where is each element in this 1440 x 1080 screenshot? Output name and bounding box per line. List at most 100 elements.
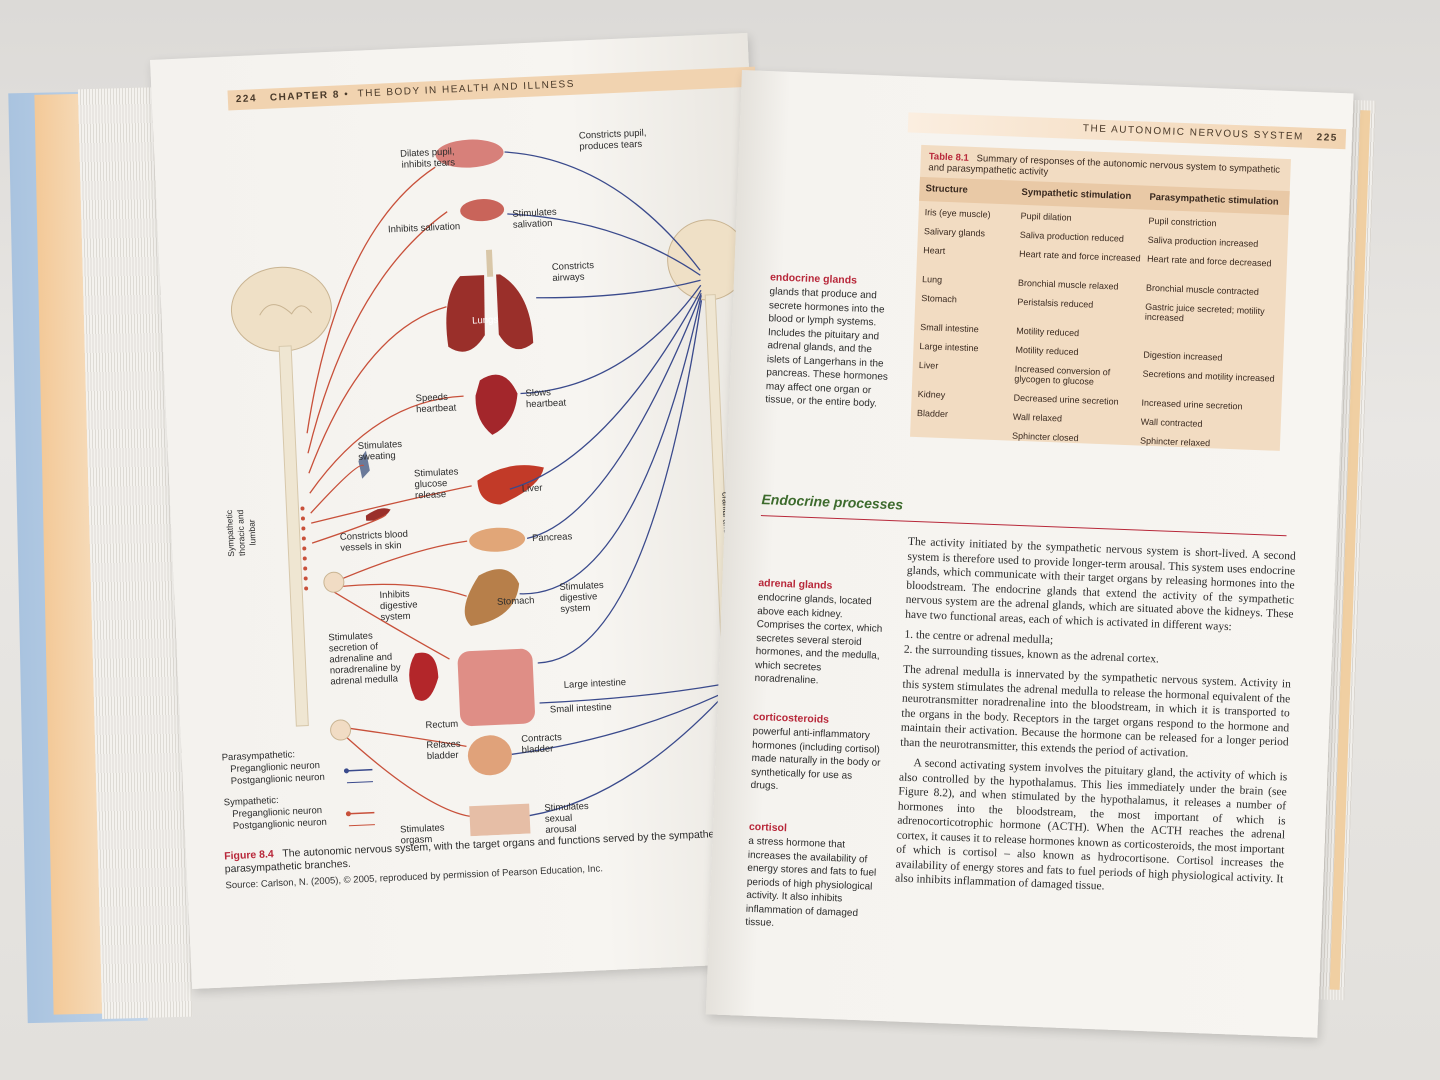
table-cell: Motility reduced [1016, 325, 1080, 339]
def-adrenal-glands: endocrine glands, located above each kid… [754, 591, 883, 687]
eye-organ [435, 139, 504, 168]
liver-organ [477, 465, 544, 505]
pancreas-organ [469, 527, 526, 552]
label-sympathetic-chain: Sympathetic thoracic and lumbar [223, 509, 258, 557]
table-cell: Salivary glands [923, 226, 986, 239]
label-stimulates-sweating: Stimulates sweating [357, 438, 403, 463]
celiac-ganglion [323, 571, 345, 593]
label-stomach: Stomach [496, 595, 535, 608]
sympathetic-ganglia [300, 506, 309, 591]
col-parasympathetic: Parasympathetic stimulation [1149, 191, 1279, 208]
table-cell: Lung [921, 274, 943, 285]
sympathetic-fibers [306, 166, 472, 817]
label-inhibits-digestive: Inhibits digestive system [379, 588, 418, 624]
table-cell: Sphincter closed [1011, 430, 1079, 444]
def-cortisol: a stress hormone that increases the avai… [745, 835, 877, 929]
table-cell: Digestion increased [1143, 349, 1223, 363]
table-cell: Kidney [917, 388, 946, 401]
col-sympathetic: Sympathetic stimulation [1021, 186, 1132, 203]
table-cell: Small intestine [920, 322, 979, 335]
ans-diagram [230, 139, 749, 837]
chapter-title: THE BODY IN HEALTH AND ILLNESS [357, 78, 576, 100]
legend-para-pre-dot [343, 768, 349, 774]
table-cell: Sphincter relaxed [1139, 435, 1211, 449]
label-lungs: Lungs [471, 314, 499, 327]
label-contracts-bladder: Contracts bladder [520, 732, 563, 756]
table-cell: Increased urine secretion [1141, 397, 1243, 412]
table-cell: Liver [918, 360, 939, 371]
section-running-title: THE AUTONOMIC NERVOUS SYSTEM [1082, 123, 1305, 143]
lung-left-organ [446, 275, 485, 352]
table-8-1: Table 8.1 Summary of responses of the au… [910, 144, 1291, 451]
label-speeds-heartbeat: Speeds heartbeat [415, 391, 457, 416]
section-rule [760, 515, 1287, 537]
term-cortisol: cortisol [748, 820, 788, 835]
label-liver: Liver [521, 482, 543, 495]
table-cell [1144, 331, 1280, 336]
label-pancreas: Pancreas [531, 531, 573, 545]
right-page: THE AUTONOMIC NERVOUS SYSTEM 225 Table 8… [705, 70, 1354, 1038]
table-cell: Large intestine [919, 341, 979, 354]
label-dilates-pupil: Dilates pupil, inhibits tears [399, 146, 456, 171]
term-adrenal-glands: adrenal glands [758, 577, 833, 592]
legend-sym-pre-dot [345, 811, 351, 817]
chapter-label: CHAPTER 8 [269, 89, 341, 104]
running-header-right: THE AUTONOMIC NERVOUS SYSTEM 225 [907, 112, 1347, 150]
label-rectum: Rectum [425, 718, 459, 732]
label-constricts-airways: Constricts airways [551, 260, 595, 284]
parasympathetic-fibers [504, 151, 721, 817]
legend-para-pre-line [346, 768, 373, 772]
label-stimulates-salivation: Stimulates salivation [512, 206, 557, 231]
label-stimulates-glucose: Stimulates glucose release [413, 466, 459, 502]
table-title-text: Summary of responses of the autonomic ne… [928, 153, 1281, 178]
table-cell: Peristalsis reduced [1017, 296, 1094, 310]
table-cell: Decreased urine secretion [1013, 392, 1119, 407]
paragraph-2: The adrenal medulla is innervated by the… [900, 663, 1292, 760]
table-cell: Motility reduced [1015, 344, 1079, 358]
col-structure: Structure [925, 183, 968, 196]
label-stimulates-secretion: Stimulates secretion of adrenaline and n… [328, 630, 401, 688]
heart-organ [475, 374, 518, 435]
paragraph-3: A second activating system involves the … [894, 757, 1288, 893]
table-cell: Bronchial muscle relaxed [1017, 277, 1119, 292]
term-endocrine-glands: endocrine glands [769, 271, 858, 287]
def-endocrine-glands: glands that produce and secrete hormones… [765, 286, 889, 410]
page-number: 224 [235, 93, 258, 106]
section-heading: Endocrine processes [761, 491, 904, 513]
table-cell: Wall contracted [1140, 416, 1203, 429]
term-corticosteroids: corticosteroids [752, 710, 830, 726]
table-cell: Secretions and motility increased [1142, 368, 1275, 384]
brain-left [230, 266, 332, 352]
bladder-organ [467, 735, 512, 776]
table-cell: Pupil constriction [1148, 215, 1217, 229]
body-text: The activity initiated by the sympatheti… [895, 535, 1296, 907]
legend-para-post-line [346, 781, 373, 784]
stomach-organ [464, 569, 520, 627]
table-cell: Wall relaxed [1012, 411, 1063, 424]
label-stimulates-arousal: Stimulates sexual arousal [544, 800, 589, 836]
table-cell: Bladder [916, 407, 949, 420]
page-number: 225 [1316, 132, 1339, 144]
mesenteric-ganglion [330, 719, 352, 741]
figure-id: Figure 8.4 [223, 848, 275, 863]
trachea [485, 249, 494, 277]
table-cell: Gastric juice secreted; motility increas… [1144, 301, 1265, 324]
spinal-cord-left [278, 345, 309, 727]
table-cell: Saliva production reduced [1019, 229, 1125, 244]
table-cell: Stomach [921, 293, 958, 305]
paragraph-1: The activity initiated by the sympatheti… [905, 535, 1296, 633]
table-cell: Saliva production increased [1147, 234, 1259, 249]
table-cell: Increased conversion of glycogen to gluc… [1014, 363, 1111, 387]
label-constricts-vessels: Constricts blood vessels in skin [339, 528, 409, 554]
def-corticosteroids: powerful anti-inflammatory hormones (inc… [750, 725, 881, 792]
table-cell [916, 427, 1008, 431]
salivary-organ [460, 199, 505, 222]
table-cell: Heart rate and force increased [1018, 248, 1141, 264]
table-cell: Heart rate and force decreased [1146, 253, 1272, 269]
legend-sym-pre-line [348, 811, 375, 815]
left-page: 224 CHAPTER 8 • THE BODY IN HEALTH AND I… [150, 32, 790, 990]
legend-sym-post-line [348, 824, 375, 827]
table-cell: Heart [923, 245, 946, 256]
table-cell: Iris (eye muscle) [924, 207, 991, 220]
intestine-organ [457, 648, 535, 727]
